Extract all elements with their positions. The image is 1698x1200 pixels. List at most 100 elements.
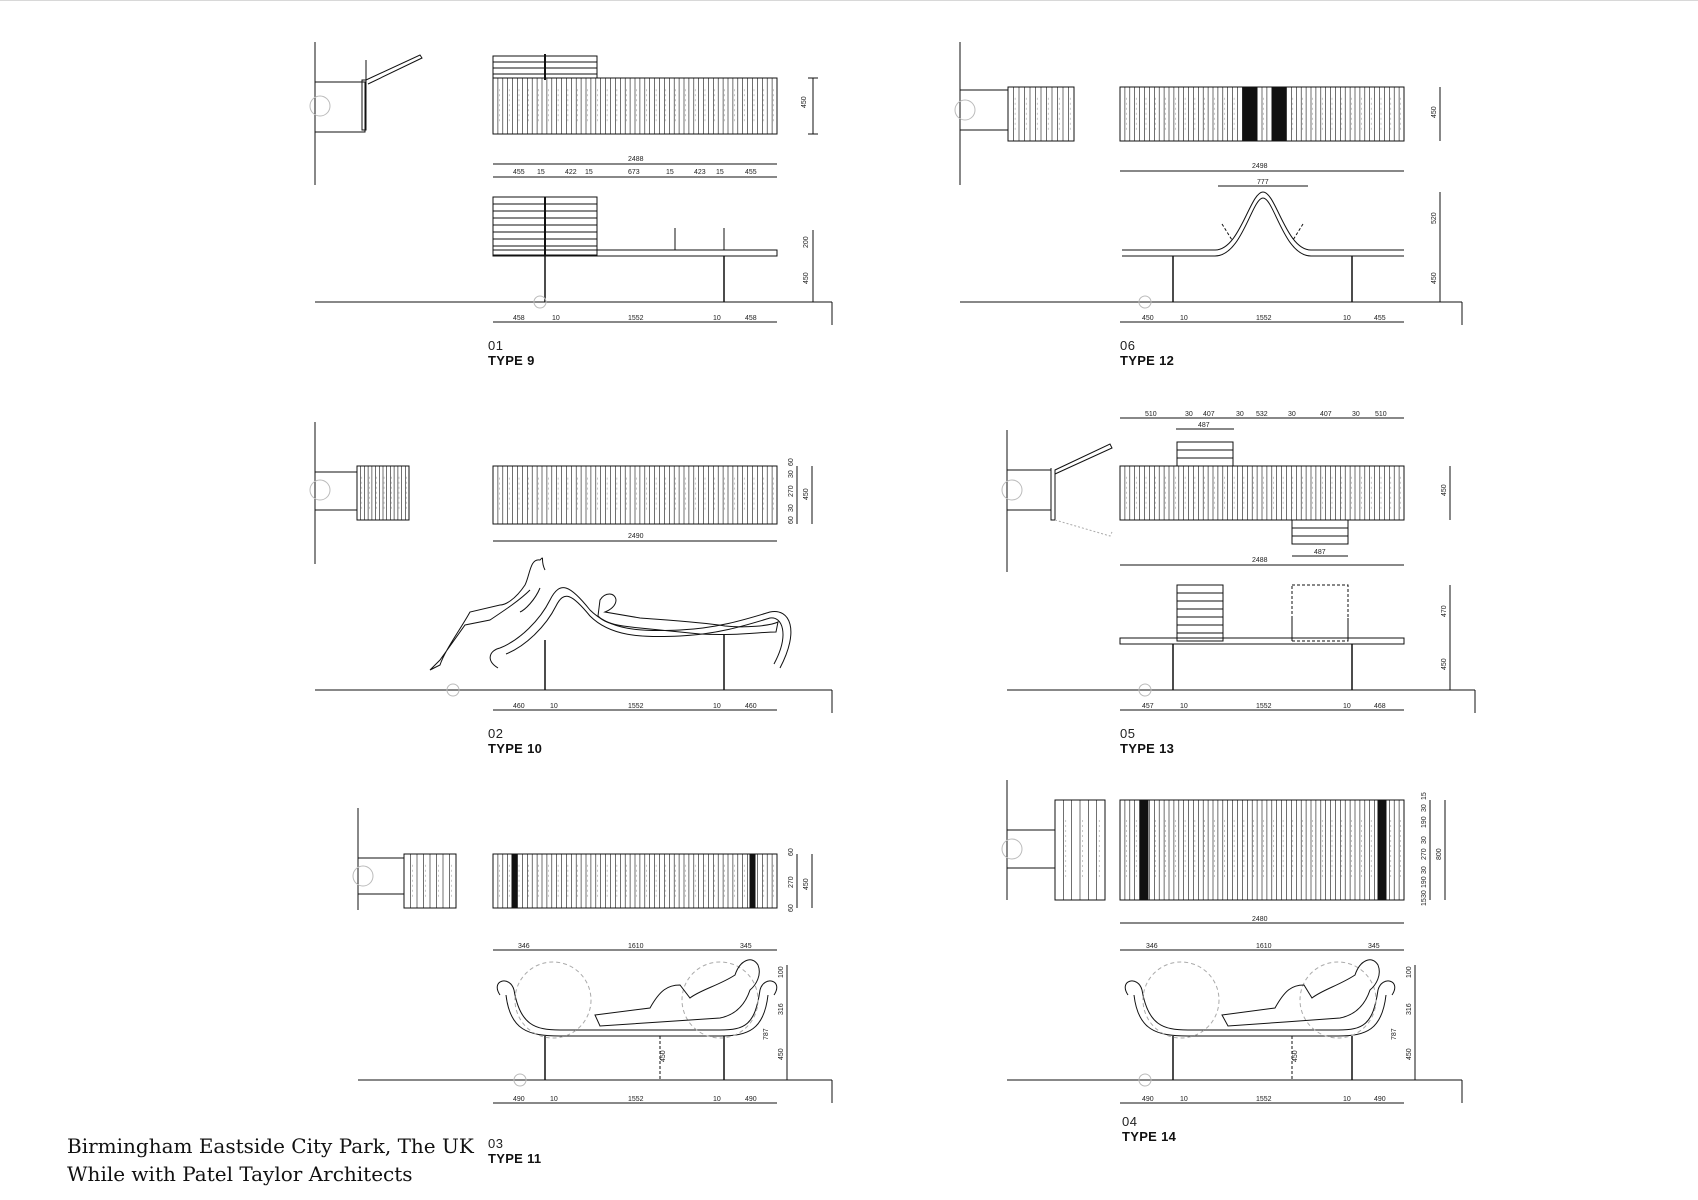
timber-slats (497, 854, 774, 908)
dim-label: 450 (1441, 658, 1448, 670)
timber-slats (1124, 87, 1401, 141)
dim-label: 15 (537, 169, 545, 176)
panel-05-drawing: 510 30 407 30 532 30 407 30 510 487 (1001, 411, 1476, 713)
dim-label: 490 (1374, 1096, 1386, 1103)
dim-label: 15 (666, 169, 674, 176)
dim-label: 10 (550, 703, 558, 710)
dim-label: 450 (778, 1048, 785, 1060)
elevation-view: 450 100 316 787 450 (1007, 959, 1463, 1103)
panel-04-type: TYPE 14 (1122, 1129, 1177, 1144)
dim-label: 10 (550, 1096, 558, 1103)
dim-label: 673 (628, 169, 640, 176)
dim-label: 487 (1198, 422, 1210, 429)
panel-01-type: TYPE 9 (488, 353, 535, 368)
side-section-view (1001, 780, 1106, 901)
dim-label: 30 (1421, 836, 1428, 844)
plan-dimensions: 346 1610 345 (493, 943, 777, 951)
dim-label: 490 (1142, 1096, 1154, 1103)
project-credit: While with Patel Taylor Architects (67, 1162, 413, 1186)
panel-01-drawing: 450 2488 455 15 422 15 673 15 423 15 455 (309, 42, 833, 325)
dim-label: 450 (1441, 484, 1448, 496)
dim-label: 423 (694, 169, 706, 176)
dim-label: 30 (788, 470, 795, 478)
elevation-dimensions: 458 10 1552 10 458 (493, 315, 777, 323)
plan-dimensions: 487 2488 (1120, 549, 1404, 566)
reclining-figure-outline (594, 959, 760, 1027)
panel-06-number: 06 (1120, 338, 1136, 353)
timber-slats (360, 466, 407, 520)
dim-label: 270 (788, 876, 795, 888)
plan-dimensions-top: 510 30 407 30 532 30 407 30 510 487 (1120, 411, 1404, 430)
dim-label: 190 (1421, 816, 1428, 828)
dim-label: 407 (1203, 411, 1215, 418)
elevation-dimensions: 490 10 1552 10 490 (1120, 1096, 1404, 1104)
side-section-view (954, 42, 1075, 185)
dim-label: 345 (740, 943, 752, 950)
dim-label: 2480 (1252, 916, 1268, 923)
dim-label: 30 (1421, 804, 1428, 812)
timber-slats (1013, 87, 1071, 141)
dim-label: 60 (788, 516, 795, 524)
project-title: Birmingham Eastside City Park, The UK (67, 1134, 474, 1158)
dim-label: 1610 (1256, 943, 1272, 950)
panel-04-number: 04 (1122, 1114, 1138, 1129)
panel-05-number: 05 (1120, 726, 1136, 741)
dim-label: 345 (1368, 943, 1380, 950)
dim-label: 15 (716, 169, 724, 176)
dim-label: 450 (803, 272, 810, 284)
dim-label: 346 (518, 943, 530, 950)
top-rule (0, 0, 1698, 1)
dim-label: 10 (552, 315, 560, 322)
dim-label: 15 (585, 169, 593, 176)
dim-label: 10 (1343, 1096, 1351, 1103)
plan-dimensions: 2488 455 15 422 15 673 15 423 15 455 (493, 156, 777, 178)
dim-label: 346 (1146, 943, 1158, 950)
dim-label: 10 (1343, 703, 1351, 710)
dim-label: 787 (1391, 1028, 1398, 1040)
dim-label: 422 (565, 169, 577, 176)
panel-05-type: TYPE 13 (1120, 741, 1175, 756)
dim-label: 30 (1185, 411, 1193, 418)
dim-label: 777 (1257, 179, 1269, 186)
plan-view: 450 (492, 54, 818, 135)
dim-label: 460 (513, 703, 525, 710)
panel-03-drawing: 60 270 450 60 346 1610 345 450 100 (352, 808, 833, 1104)
dim-label: 455 (513, 169, 525, 176)
timber-slats (497, 78, 774, 134)
dim-label: 800 (1436, 848, 1443, 860)
seated-figure-outline (429, 557, 546, 671)
dim-label: 458 (745, 315, 757, 322)
dim-label: 457 (1142, 703, 1154, 710)
dim-label: 10 (1343, 315, 1351, 322)
dim-label: 30 (1352, 411, 1360, 418)
dim-label: 450 (660, 1050, 667, 1062)
elevation-dimensions: 450 10 1552 10 455 (1120, 315, 1404, 323)
plan-view: 60 270 450 60 (492, 848, 813, 912)
dim-label: 15 (1421, 898, 1428, 906)
dim-label: 1552 (628, 315, 644, 322)
dim-label: 450 (1406, 1048, 1413, 1060)
dim-label: 455 (745, 169, 757, 176)
dim-label: 510 (1375, 411, 1387, 418)
dim-label: 10 (713, 703, 721, 710)
plan-view: 15 30 190 30 270 30 190 30 15 800 (1119, 792, 1446, 906)
dim-label: 450 (1431, 106, 1438, 118)
panel-06-drawing: 450 2498 777 520 450 450 10 1552 10 455 (954, 42, 1463, 325)
dim-label: 450 (803, 488, 810, 500)
dim-label: 10 (1180, 703, 1188, 710)
elevation-view (315, 557, 833, 713)
dim-label: 15 (1421, 792, 1428, 800)
panel-01-number: 01 (488, 338, 504, 353)
dim-label: 532 (1256, 411, 1268, 418)
dim-label: 1552 (628, 703, 644, 710)
dim-label: 10 (1180, 1096, 1188, 1103)
dim-label: 316 (1406, 1003, 1413, 1015)
plan-dimensions: 2490 (493, 533, 777, 542)
dim-label: 468 (1374, 703, 1386, 710)
side-section-view (352, 808, 457, 910)
dim-label: 1552 (1256, 703, 1272, 710)
elevation-dimensions: 490 10 1552 10 490 (493, 1096, 777, 1104)
plan-view: 450 (1119, 441, 1451, 545)
dim-label: 490 (745, 1096, 757, 1103)
timber-slats (1124, 800, 1401, 900)
